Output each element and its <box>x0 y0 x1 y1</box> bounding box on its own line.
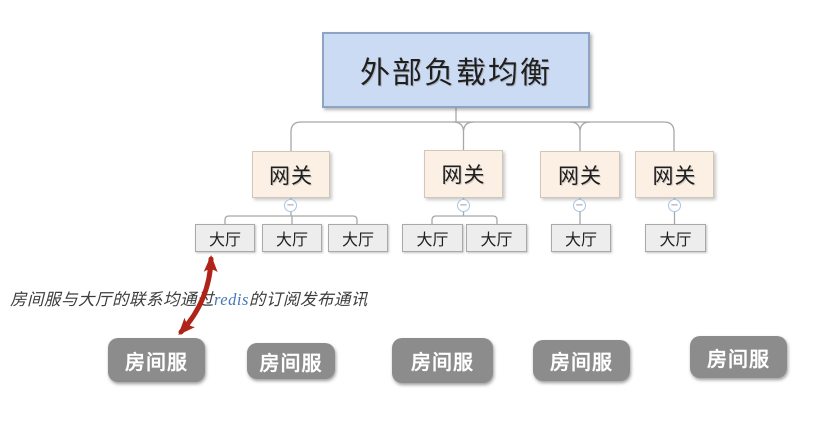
hall-label: 大厅 <box>564 232 597 249</box>
room-server-node-5[interactable]: 房间服 <box>690 336 787 378</box>
gateway-label: 网关 <box>269 163 313 188</box>
room-server-label: 房间服 <box>125 351 188 374</box>
room-server-node-3[interactable]: 房间服 <box>392 338 493 383</box>
gateway-label: 网关 <box>558 163 602 188</box>
root-node-label: 外部负载均衡 <box>360 57 552 90</box>
hall-label: 大厅 <box>480 232 513 249</box>
redis-annotation-text[interactable]: 房间服与大厅的联系均通过redis的订阅发布通讯 <box>10 286 368 310</box>
room-server-node-4[interactable]: 房间服 <box>533 340 630 381</box>
hall-label: 大厅 <box>659 232 692 249</box>
room-server-label: 房间服 <box>411 352 474 374</box>
room-server-label: 房间服 <box>707 348 770 371</box>
hall-label: 大厅 <box>416 232 449 249</box>
collapse-minus-icon[interactable]: − <box>573 199 586 212</box>
gateway-node-4[interactable]: 网关 <box>635 151 714 198</box>
gateway-label: 网关 <box>652 163 697 188</box>
hall-node-4-1[interactable]: 大厅 <box>645 224 706 252</box>
gateway-label: 网关 <box>441 163 486 187</box>
room-server-node-2[interactable]: 房间服 <box>247 343 335 379</box>
hall-node-1-1[interactable]: 大厅 <box>195 224 255 252</box>
hall-label: 大厅 <box>341 232 374 249</box>
hall-node-2-1[interactable]: 大厅 <box>402 224 463 252</box>
gateway-node-2[interactable]: 网关 <box>424 150 503 198</box>
hall-label: 大厅 <box>208 232 241 249</box>
collapse-minus-icon[interactable]: − <box>284 199 297 212</box>
annotation-keyword-redis: redis <box>214 290 249 309</box>
hall-node-1-2[interactable]: 大厅 <box>262 224 322 252</box>
room-server-label: 房间服 <box>550 352 613 374</box>
collapse-minus-icon[interactable]: − <box>668 199 681 212</box>
room-server-label: 房间服 <box>259 352 323 375</box>
collapse-minus-icon[interactable]: − <box>457 199 470 212</box>
room-server-node-1[interactable]: 房间服 <box>108 338 205 382</box>
hall-node-3-1[interactable]: 大厅 <box>551 224 611 252</box>
annotation-text-before: 房间服与大厅的联系均通过 <box>10 290 214 309</box>
hall-node-1-3[interactable]: 大厅 <box>328 224 388 252</box>
hall-label: 大厅 <box>275 232 308 249</box>
hall-node-2-2[interactable]: 大厅 <box>466 224 527 252</box>
root-node-load-balancer[interactable]: 外部负载均衡 <box>322 32 590 108</box>
gateway-node-1[interactable]: 网关 <box>252 151 330 198</box>
gateway-node-3[interactable]: 网关 <box>540 151 620 198</box>
annotation-text-after: 的订阅发布通讯 <box>248 290 368 309</box>
